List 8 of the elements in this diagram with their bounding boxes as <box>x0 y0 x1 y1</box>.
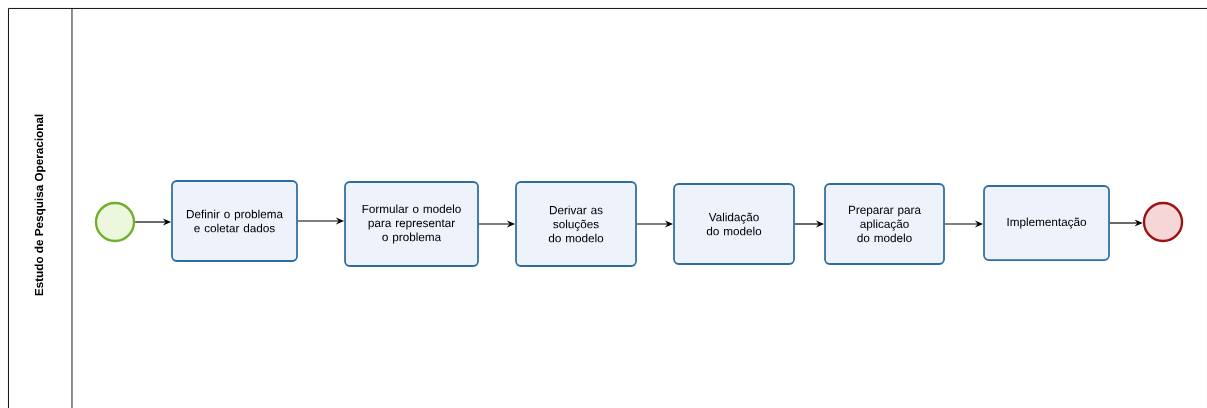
task-box: Derivar as soluções do modelo <box>515 181 637 267</box>
end-event-circle <box>1142 201 1184 243</box>
task-box: Implementação <box>983 185 1110 261</box>
task-box: Definir o problema e coletar dados <box>171 180 298 262</box>
start-event-circle <box>94 201 136 243</box>
task-box: Validação do modelo <box>673 183 795 265</box>
task-box: Formular o modelo para representar o problema <box>344 181 479 267</box>
task-box: Preparar para aplicação do modelo <box>824 183 945 265</box>
